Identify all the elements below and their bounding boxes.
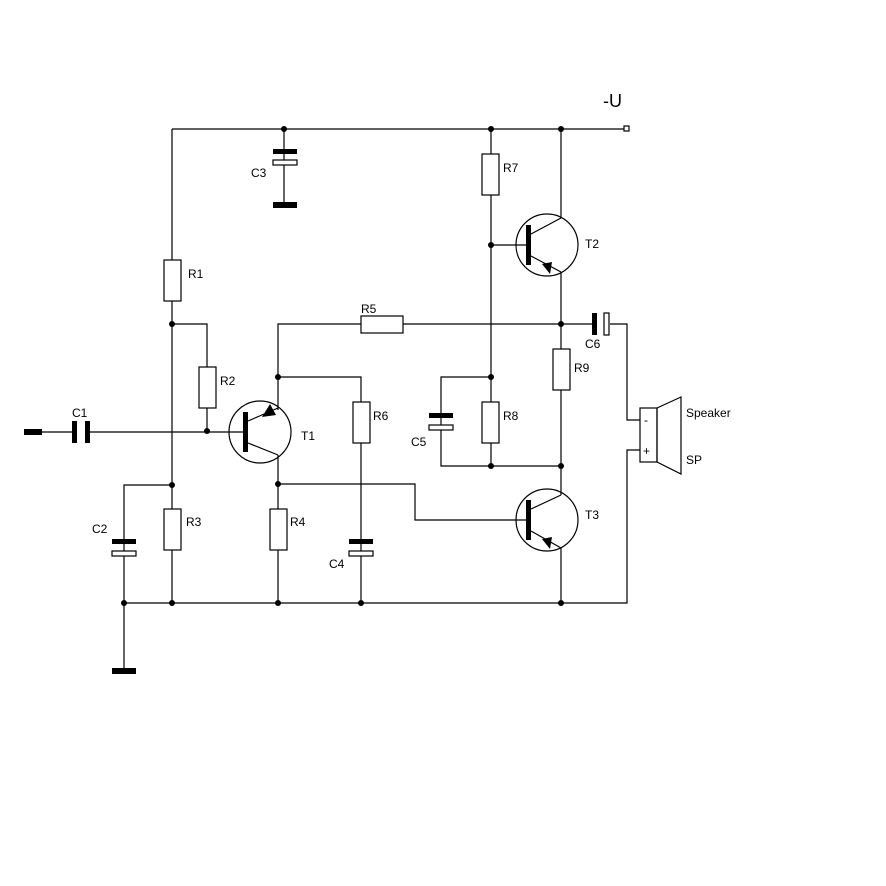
supply-label: -U — [603, 91, 622, 111]
junction-dot — [169, 600, 175, 606]
capacitor-c1-plate-a — [72, 421, 77, 443]
junction-dot — [558, 321, 564, 327]
capacitor-c2-plate-a — [112, 539, 136, 544]
speaker-minus-label: - — [644, 413, 648, 427]
labels: -U R1 R2 R3 R4 R5 R6 R7 R8 R9 C1 C2 C3 C… — [72, 91, 731, 571]
junction-dot — [488, 242, 494, 248]
label-r7: R7 — [503, 161, 519, 175]
capacitor-c5-plate-b — [428, 424, 454, 431]
transistor-t3-emitter-arrow — [542, 537, 552, 549]
label-t2: T2 — [585, 237, 599, 251]
label-r3: R3 — [186, 515, 202, 529]
transistor-t2-base-bar — [526, 225, 531, 265]
speaker-cone — [656, 396, 682, 475]
junction-dot — [275, 481, 281, 487]
wire-c2 — [123, 484, 172, 672]
label-r2: R2 — [220, 374, 236, 388]
resistor-r6 — [352, 401, 371, 444]
transistor-t3-body — [515, 488, 579, 552]
resistor-r9 — [552, 348, 571, 391]
label-c2: C2 — [92, 522, 108, 536]
transistor-t1-base-bar — [243, 412, 248, 452]
wires — [42, 128, 640, 672]
label-r5: R5 — [361, 302, 377, 316]
junction-dot — [169, 321, 175, 327]
label-r4: R4 — [290, 515, 306, 529]
junction-dot — [558, 126, 564, 132]
wire-t1-collector — [277, 323, 561, 410]
transistor-t3 — [515, 488, 579, 552]
ground-rail — [124, 449, 640, 604]
label-r6: R6 — [373, 409, 389, 423]
wire-r6 — [278, 376, 362, 603]
speaker-name-label: Speaker — [686, 406, 731, 420]
junction-dot — [281, 126, 287, 132]
junction-dot — [275, 374, 281, 380]
capacitor-c6-plate-a — [592, 313, 597, 335]
capacitor-c6-plate-b — [603, 312, 610, 336]
resistor-r8 — [481, 401, 500, 444]
junction-dot — [358, 600, 364, 606]
junction-dot — [121, 600, 127, 606]
transistor-t2-body — [515, 213, 579, 277]
resistor-r5 — [360, 315, 404, 334]
transistor-t3-collector-leg — [530, 494, 562, 510]
transistor-t2-collector-leg — [530, 217, 562, 235]
label-r1: R1 — [188, 267, 204, 281]
supply-terminal — [623, 125, 630, 132]
junction-dot — [204, 428, 210, 434]
resistor-r1 — [163, 259, 182, 302]
junction-dot — [275, 600, 281, 606]
label-c4: C4 — [329, 557, 345, 571]
capacitor-c5-plate-a — [429, 413, 453, 418]
junction-dot — [488, 374, 494, 380]
transistor-t1-collector-leg — [247, 442, 279, 456]
label-t3: T3 — [585, 508, 599, 522]
terminals — [24, 125, 630, 674]
ground-terminal — [112, 668, 136, 674]
wire-c5 — [440, 376, 561, 467]
junction-dot — [558, 463, 564, 469]
label-c6: C6 — [585, 337, 601, 351]
speaker-ref-label: SP — [686, 453, 702, 467]
resistor-r3 — [163, 508, 182, 551]
resistor-r7 — [481, 153, 500, 196]
junction-dot — [488, 126, 494, 132]
transistor-t1 — [228, 400, 292, 464]
capacitor-c3-plate-a — [273, 149, 297, 154]
capacitor-c4-plate-a — [349, 539, 373, 544]
wire-c6 — [561, 323, 640, 421]
resistors — [163, 153, 571, 551]
resistor-r4 — [269, 508, 288, 551]
resistor-r2 — [198, 366, 217, 409]
label-c1: C1 — [72, 406, 88, 420]
capacitor-c2-plate-b — [111, 550, 137, 557]
label-r9: R9 — [574, 361, 590, 375]
label-c3: C3 — [251, 166, 267, 180]
c3-ground-terminal — [273, 202, 297, 208]
speaker — [639, 396, 682, 475]
capacitor-c3-plate-b — [272, 159, 298, 166]
junction-dot — [558, 600, 564, 606]
capacitors — [72, 149, 610, 557]
junctions — [121, 126, 564, 606]
input-terminal — [24, 429, 42, 435]
junction-dot — [169, 482, 175, 488]
transistor-t1-body — [228, 400, 292, 464]
junction-dot — [488, 463, 494, 469]
transistor-t2 — [515, 213, 579, 277]
capacitor-c4-plate-b — [348, 550, 374, 557]
label-r8: R8 — [503, 409, 519, 423]
speaker-plus-label: + — [643, 444, 650, 458]
label-t1: T1 — [301, 429, 315, 443]
wire-t3-base — [278, 483, 528, 521]
transistor-t1-emitter-arrow — [262, 404, 276, 417]
label-c5: C5 — [411, 435, 427, 449]
capacitor-c1-plate-b — [85, 421, 90, 443]
transistor-t2-emitter-arrow — [542, 262, 552, 274]
transistor-t3-base-bar — [526, 500, 531, 540]
